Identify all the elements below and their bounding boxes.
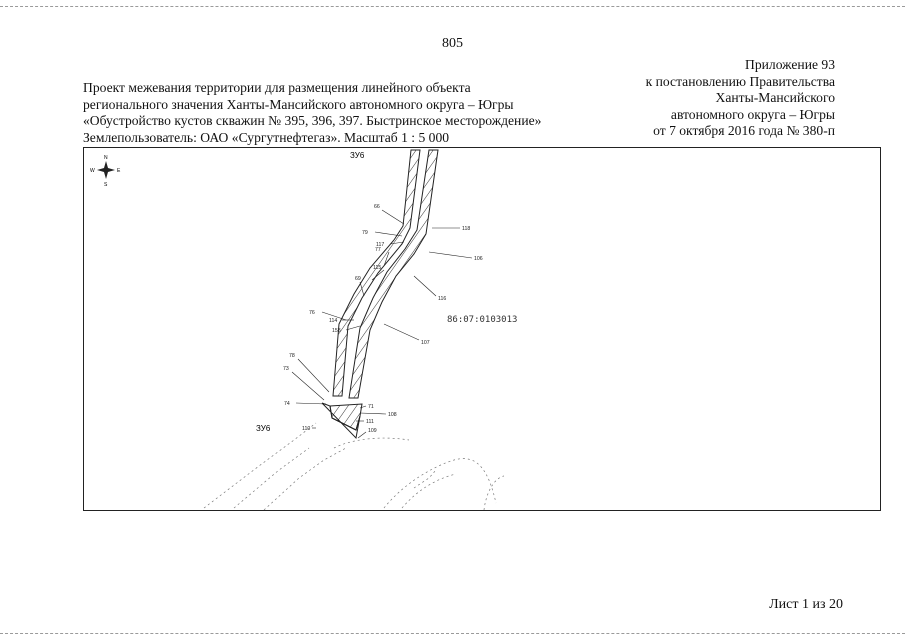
compass-east: E (117, 168, 121, 174)
sheet-counter: Лист 1 из 20 (769, 597, 843, 612)
point-label: 109 (368, 428, 377, 434)
point-label: 66 (374, 204, 380, 210)
point-label: 77 (375, 247, 381, 253)
survey-map: N S W E ЗУ6 ЗУ6 86:07:0103013 (83, 147, 881, 511)
zone-label-bottom: ЗУ6 (256, 424, 271, 433)
boundary-outline (321, 402, 361, 440)
compass-north: N (104, 155, 108, 161)
zone-label-top: ЗУ6 (350, 151, 365, 160)
appendix-line: Ханты-Мансийского (715, 90, 835, 105)
title-line: регионального значения Ханты-Мансийского… (83, 96, 514, 112)
appendix-line: от 7 октября 2016 года № 380-п (653, 123, 835, 138)
scan-edge-bottom (0, 633, 905, 634)
point-label: 153 (332, 328, 341, 334)
point-label: 106 (474, 256, 483, 262)
point-label: 69 (355, 276, 361, 282)
point-leaders (291, 209, 473, 439)
compass-west: W (90, 168, 95, 174)
corridor-strip-left (332, 149, 421, 397)
map-drawing: N S W E ЗУ6 ЗУ6 86:07:0103013 (90, 149, 517, 510)
point-labels: 66 79 117 118 77 106 115 69 116 76 114 1… (283, 204, 483, 434)
point-label: 74 (284, 401, 290, 407)
point-label: 79 (362, 230, 368, 236)
title-line: Землепользователь: ОАО «Сургутнефтегаз».… (83, 129, 450, 145)
point-label: 107 (421, 340, 430, 346)
page-number: 805 (442, 36, 463, 51)
title-line: Проект межевания территории для размещен… (83, 80, 471, 95)
appendix-block: Приложение 93 к постановлению Правительс… (646, 57, 835, 140)
terrain-contours (203, 422, 505, 510)
title-line: «Обустройство кустов скважин № 395, 396,… (83, 113, 542, 128)
appendix-line: к постановлению Правительства (645, 73, 835, 89)
point-label: 110 (302, 426, 310, 432)
point-label: 114 (329, 318, 337, 324)
point-label: 111 (366, 419, 374, 425)
point-label: 115 (373, 265, 381, 271)
point-label: 76 (309, 310, 315, 316)
project-title: Проект межевания территории для размещен… (83, 80, 541, 146)
corridor-strip-right (348, 149, 439, 399)
point-label: 73 (283, 366, 289, 372)
compass-south: S (104, 182, 108, 188)
point-label: 118 (462, 226, 470, 232)
scan-edge-top (0, 6, 905, 7)
point-label: 78 (289, 353, 295, 359)
point-label: 71 (368, 404, 374, 410)
appendix-line: Приложение 93 (745, 57, 835, 72)
cadastral-number: 86:07:0103013 (447, 315, 517, 325)
point-label: 108 (388, 412, 397, 418)
point-label: 116 (438, 296, 446, 302)
point-label: 117 (376, 242, 384, 248)
compass-rose: N S W E (90, 155, 121, 188)
appendix-line: автономного округа – Югры (670, 106, 835, 122)
